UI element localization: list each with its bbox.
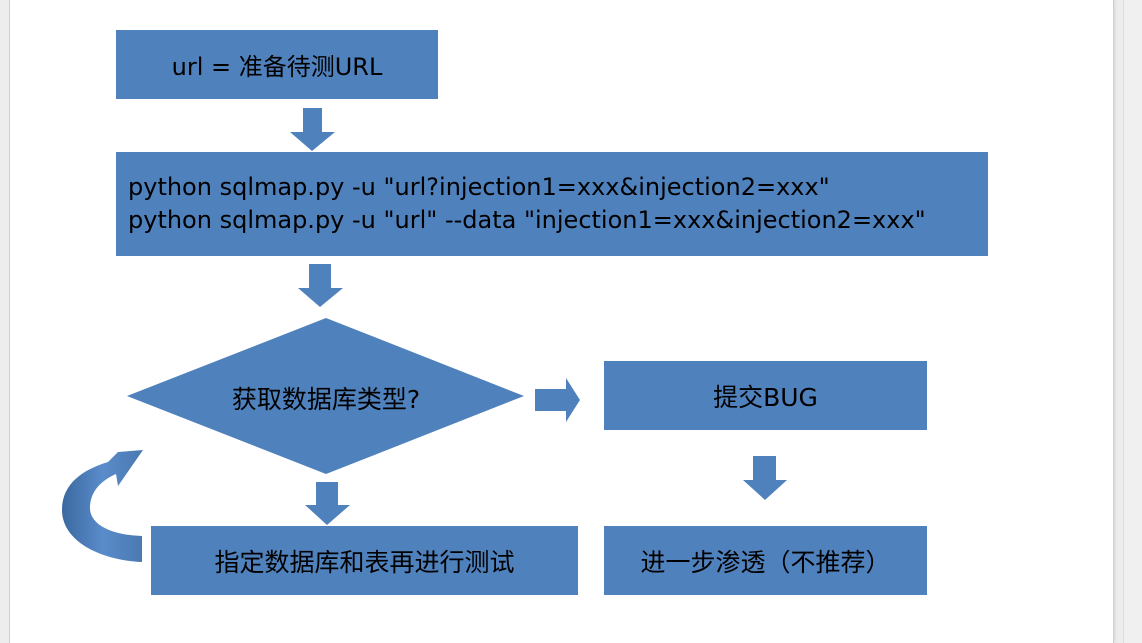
decision-diamond [127,318,524,474]
further-box: 进一步渗透（不推荐） [604,526,927,595]
command-line-post: python sqlmap.py -u "url" --data "inject… [128,206,926,234]
arrow-decision-to-specify-db [305,482,350,525]
command-box: python sqlmap.py -u "url?injection1=xxx&… [116,152,988,256]
arrow-command-to-decision [298,264,343,307]
vertical-scrollbar[interactable] [1123,0,1142,643]
command-line-get: python sqlmap.py -u "url?injection1=xxx&… [128,173,830,201]
arrow-decision-to-submit-bug [535,378,580,422]
url-box-label: url = 准备待测URL [171,53,383,81]
url-box: url = 准备待测URL [116,30,438,99]
loop-back-arrow [62,450,143,562]
specify-db-label: 指定数据库和表再进行测试 [214,547,515,577]
arrow-submit-bug-to-further [743,456,787,500]
submit-bug-box: 提交BUG [604,361,927,430]
further-label: 进一步渗透（不推荐） [640,547,891,577]
submit-bug-label: 提交BUG [713,382,818,412]
specify-db-box: 指定数据库和表再进行测试 [151,526,578,595]
decision-label: 获取数据库类型? [231,385,421,414]
arrow-url-to-command [290,108,335,151]
